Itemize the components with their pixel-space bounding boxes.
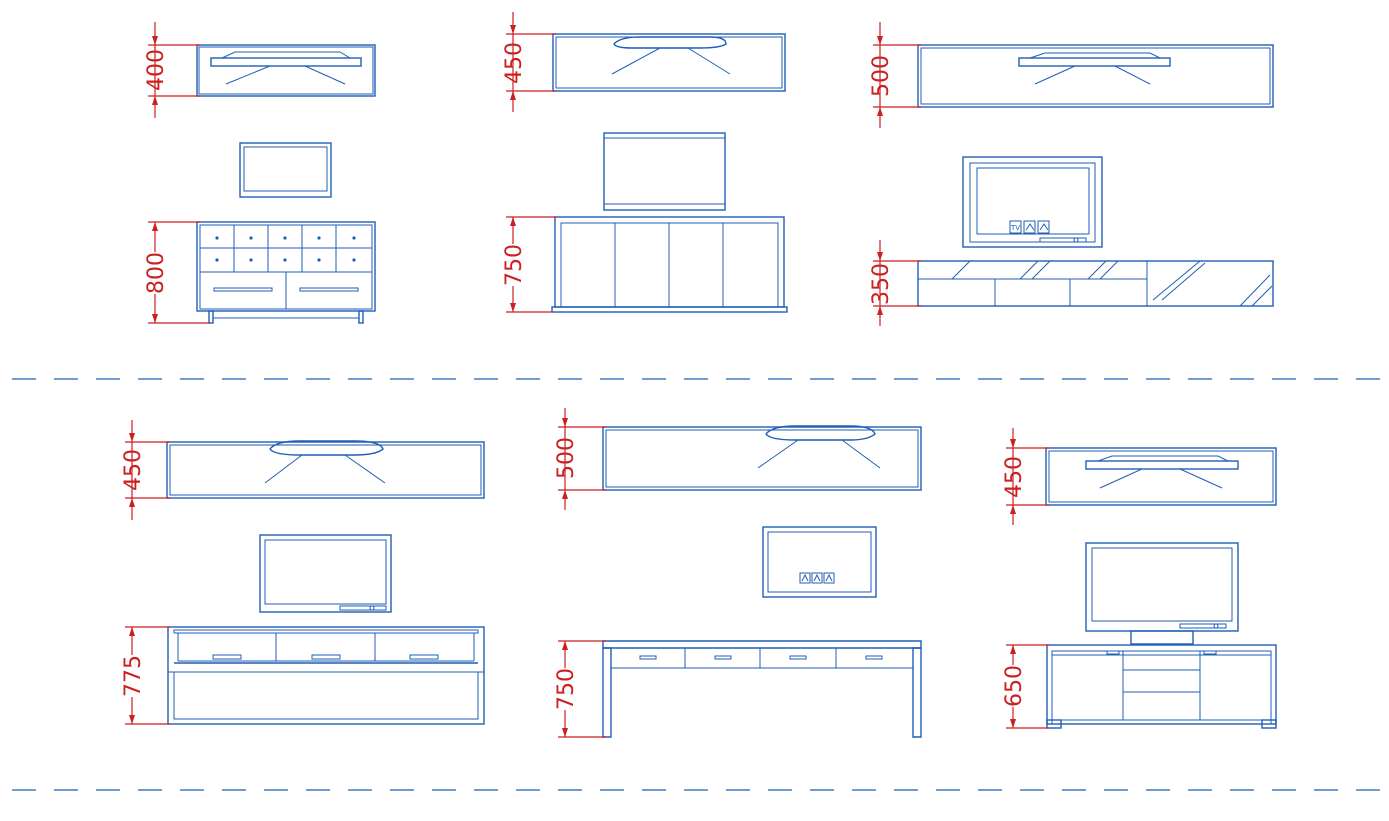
unit-1-top-dimension: 400	[144, 22, 200, 118]
unit-4: 450	[121, 420, 485, 725]
unit-2-top-dimension: 450	[502, 12, 556, 112]
unit-2-front-dim-label: 750	[502, 244, 527, 286]
unit-3: 500 TV 350	[869, 22, 1274, 326]
unit-4-front-dim-label: 775	[121, 655, 146, 697]
unit-5-top-dimension: 500	[554, 408, 606, 510]
unit-3-front-dimension: 350	[869, 240, 921, 326]
unit-6-tv	[1085, 542, 1239, 645]
unit-5-front-dimension: 750	[554, 640, 606, 738]
unit-6-front-dimension: 650	[1002, 644, 1049, 729]
unit-5: 500	[554, 408, 922, 738]
unit-3-tv-label: TV	[1010, 224, 1020, 232]
unit-4-front-view	[167, 626, 485, 725]
unit-6: 450	[1002, 428, 1277, 729]
unit-5-front-dim-label: 750	[554, 668, 579, 710]
unit-3-tv: TV	[962, 156, 1103, 248]
unit-6-front-dim-label: 650	[1002, 665, 1027, 707]
unit-4-top-dim-label: 450	[121, 449, 146, 491]
unit-5-top-dim-label: 500	[554, 437, 579, 479]
unit-3-top-view	[917, 44, 1274, 108]
unit-3-top-dim-label: 500	[869, 55, 894, 97]
unit-5-tv	[762, 526, 877, 598]
unit-4-tv	[259, 534, 392, 613]
unit-1-front-dim-label: 800	[144, 252, 169, 294]
unit-4-top-dimension: 450	[121, 420, 170, 520]
unit-1-front-view	[196, 221, 376, 324]
unit-5-top-view	[602, 425, 922, 491]
unit-6-top-dimension: 450	[1002, 428, 1049, 525]
unit-2-top-dim-label: 450	[502, 42, 527, 84]
unit-1-top-dim-label: 400	[144, 49, 169, 91]
unit-6-top-dim-label: 450	[1002, 456, 1027, 498]
unit-2-tv	[603, 132, 726, 211]
unit-1-top-view	[196, 44, 376, 97]
unit-3-top-dimension: 500	[869, 22, 921, 128]
unit-1: 400	[144, 22, 376, 324]
unit-3-front-dim-label: 350	[869, 263, 894, 305]
unit-2-front-view	[551, 216, 788, 313]
unit-6-front-view	[1046, 644, 1277, 729]
unit-2: 450 750	[502, 12, 788, 313]
unit-1-tv	[239, 142, 332, 198]
unit-6-top-view	[1045, 447, 1277, 506]
unit-4-top-view	[166, 440, 485, 499]
unit-5-front-view	[602, 640, 922, 738]
unit-2-front-dimension: 750	[502, 216, 556, 313]
unit-3-front-view	[917, 260, 1274, 307]
unit-4-front-dimension: 775	[121, 626, 170, 725]
unit-2-top-view	[552, 33, 786, 92]
unit-1-front-dimension: 800	[144, 221, 210, 324]
